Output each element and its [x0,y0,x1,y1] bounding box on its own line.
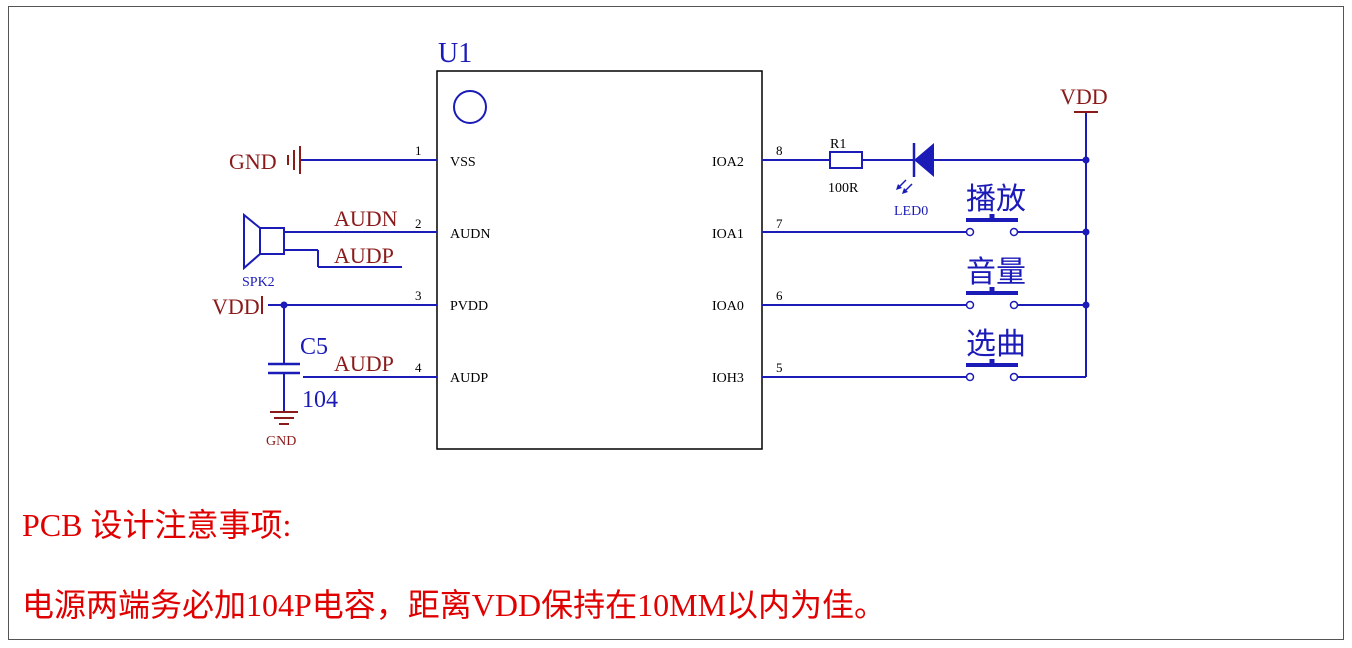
schematic-frame [8,6,1344,640]
net-gnd-left: GND [229,149,277,174]
button-play [965,214,1086,237]
net-vdd-left: VDD [212,294,260,319]
net-audp-speaker: AUDP [334,243,394,268]
chip-body [436,70,763,450]
led-icon [896,143,934,194]
pcb-notes-heading: PCB 设计注意事项: [22,507,292,543]
pin-num-2: 2 [415,216,422,231]
resistor-ref: R1 [830,137,846,152]
pin-num-4: 4 [415,360,422,375]
pcb-notes-line: 电源两端务必加104P电容，距离VDD保持在10MM以内为佳。 [22,587,887,623]
pin-num-5: 5 [776,360,783,375]
speaker-icon [243,212,285,271]
pin-num-3: 3 [415,288,422,303]
pin-name-audp: AUDP [450,371,488,386]
net-audp-pin4: AUDP [334,351,394,376]
gnd-bottom-symbol [270,411,298,425]
button-select [965,359,1086,382]
pin-name-vss: VSS [450,155,476,170]
pin-num-7: 7 [776,216,783,231]
net-vdd-right: VDD [1060,84,1108,109]
pin-num-6: 6 [776,288,783,303]
net-gnd-bottom: GND [266,434,296,449]
led-ref: LED0 [894,204,928,219]
speaker-ref: SPK2 [242,275,275,290]
pin-name-ioa0: IOA0 [712,299,744,314]
capacitor-value: 104 [302,387,338,413]
pin-name-ioa2: IOA2 [712,155,744,170]
resistor-value: 100R [828,181,859,196]
button-play-label: 播放 [966,183,1026,216]
button-select-label: 选曲 [966,328,1026,361]
pin-num-8: 8 [776,143,783,158]
capacitor-ref: C5 [300,334,328,360]
net-audn: AUDN [334,206,398,231]
gnd-left-symbol [287,146,301,174]
pin-name-ioh3: IOH3 [712,371,744,386]
button-volume-label: 音量 [966,256,1026,289]
pin-num-1: 1 [415,143,422,158]
button-volume [965,287,1086,310]
pin-name-audn: AUDN [450,227,490,242]
pin-name-ioa1: IOA1 [712,227,744,242]
chip-ref: U1 [438,38,472,69]
pin1-marker [453,90,487,124]
pin-name-pvdd: PVDD [450,299,488,314]
resistor [829,151,863,169]
junction-ioa2 [1082,156,1090,164]
